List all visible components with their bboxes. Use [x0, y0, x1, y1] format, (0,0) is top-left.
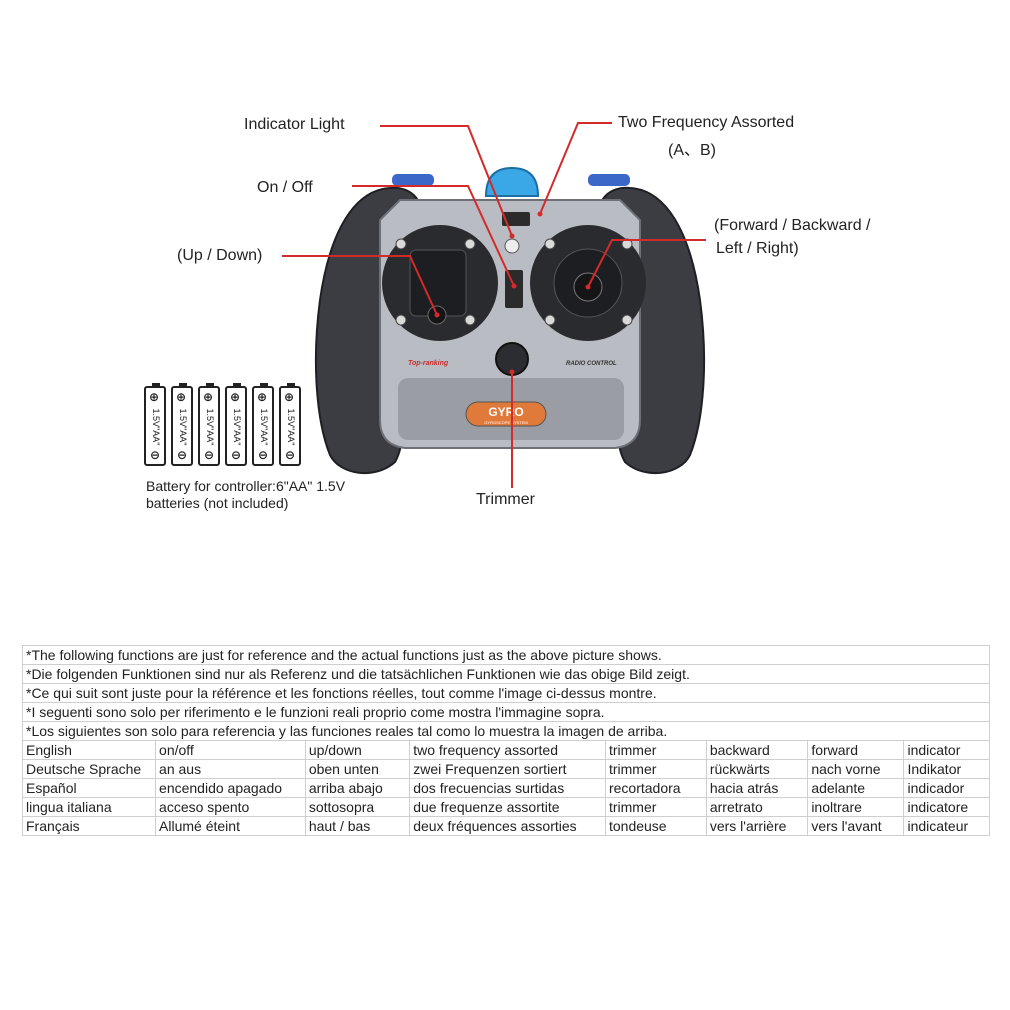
table-cell: indicatore — [903, 797, 990, 817]
language-cell: lingua italiana — [21, 797, 157, 817]
table-cell: forward — [807, 740, 905, 760]
indicator-light-dome — [484, 166, 540, 197]
up-down-label: (Up / Down) — [177, 247, 263, 264]
table-cell: inoltrare — [807, 797, 905, 817]
battery-group: ⊕1.5V"AA"⊖ ⊕1.5V"AA"⊖ ⊕1.5V"AA"⊖ ⊕1.5V"A… — [144, 383, 304, 468]
left-right-label: Left / Right) — [716, 240, 799, 257]
on-off-label: On / Off — [257, 179, 313, 196]
note-text: *Die folgenden Funktionen sind nur als R… — [22, 664, 990, 684]
trimmer-label: Trimmer — [476, 491, 535, 508]
table-cell: haut / bas — [304, 816, 411, 836]
table-cell: arriba abajo — [304, 778, 411, 798]
note-row: *I seguenti sono solo per riferimento e … — [22, 702, 990, 722]
battery-icon: ⊕1.5V"AA"⊖ — [198, 383, 220, 466]
leader-indicator — [380, 125, 513, 237]
leader-on-off — [352, 185, 515, 287]
table-cell: an aus — [155, 759, 306, 779]
gyro-badge-text: GYRO — [488, 405, 523, 419]
two-frequency-sub-label: (A、B) — [668, 142, 717, 159]
table-cell: indicator — [903, 740, 990, 760]
battery-label: 1.5V"AA" — [259, 408, 269, 446]
table-cell: recortadora — [604, 778, 707, 798]
battery-icon: ⊕1.5V"AA"⊖ — [252, 383, 274, 466]
table-cell: rückwärts — [705, 759, 809, 779]
top-ranking-text: Top-ranking — [408, 360, 449, 367]
leader-forward — [587, 239, 706, 288]
note-text: *I seguenti sono solo per riferimento e … — [22, 702, 990, 722]
table-cell: indicateur — [903, 816, 990, 836]
table-cell: indicador — [903, 778, 990, 798]
table-cell: trimmer — [604, 759, 707, 779]
indicator-light-label: Indicator Light — [244, 116, 345, 133]
gyro-badge-subtext: GYROSCOPE SYSTEM — [484, 420, 527, 425]
battery-label: 1.5V"AA" — [205, 408, 215, 446]
screws — [395, 238, 633, 326]
leader-dots — [434, 211, 591, 375]
radio-control-text: RADIO CONTROL — [566, 361, 617, 367]
language-cell: Deutsche Sprache — [21, 759, 157, 779]
gyro-badge — [465, 401, 547, 427]
table-cell: adelante — [807, 778, 905, 798]
battery-icon: ⊕1.5V"AA"⊖ — [144, 383, 166, 466]
note-row: *Los siguientes son solo para referencia… — [22, 721, 990, 741]
table-cell: two frequency assorted — [409, 740, 606, 760]
table-cell: hacia atrás — [705, 778, 809, 798]
indicator-light — [504, 238, 520, 254]
battery-info-line1: Battery for controller:6"AA" 1.5V — [146, 478, 346, 494]
function-reference-table: *The following functions are just for re… — [21, 645, 990, 836]
leader-lines — [282, 122, 706, 488]
forward-backward-label: (Forward / Backward / — [714, 217, 871, 234]
table-cell: deux fréquences assorties — [409, 816, 606, 836]
battery-label: 1.5V"AA" — [178, 408, 188, 446]
table-cell: zwei Frequenzen sortiert — [409, 759, 606, 779]
right-led — [588, 174, 630, 186]
controller-diagram: Top-ranking RADIO CONTROL GYRO GYROSCOPE… — [282, 122, 706, 488]
table-cell: trimmer — [604, 740, 707, 760]
table-cell: dos frecuencias surtidas — [409, 778, 606, 798]
table-cell: acceso spento — [155, 797, 306, 817]
note-text: *The following functions are just for re… — [22, 645, 990, 665]
table-cell: arretrato — [705, 797, 809, 817]
battery-label: 1.5V"AA" — [286, 408, 296, 446]
language-cell: English — [21, 740, 157, 760]
table-cell: trimmer — [604, 797, 707, 817]
battery-icon: ⊕1.5V"AA"⊖ — [171, 383, 193, 466]
note-text: *Los siguientes son solo para referencia… — [22, 721, 990, 741]
table-cell: vers l'avant — [807, 816, 905, 836]
table-cell: backward — [705, 740, 809, 760]
note-row: *Die folgenden Funktionen sind nur als R… — [22, 664, 990, 684]
note-row: *The following functions are just for re… — [22, 645, 990, 665]
frequency-switch — [502, 212, 530, 226]
left-led — [392, 174, 434, 186]
table-cell: Allumé éteint — [155, 816, 306, 836]
on-off-switch — [505, 270, 523, 308]
table-cell: oben unten — [304, 759, 411, 779]
table-cell: Indikator — [903, 759, 990, 779]
table-cell: vers l'arrière — [705, 816, 809, 836]
battery-icon: ⊕1.5V"AA"⊖ — [225, 383, 247, 466]
battery-label: 1.5V"AA" — [151, 408, 161, 446]
note-row: *Ce qui suit sont juste pour la référenc… — [22, 683, 990, 703]
leader-frequency — [539, 122, 612, 215]
battery-info-line2: batteries (not included) — [146, 495, 289, 511]
battery-icon: ⊕1.5V"AA"⊖ — [279, 383, 301, 466]
table-cell: due frequenze assortite — [409, 797, 606, 817]
two-frequency-label: Two Frequency Assorted — [618, 114, 795, 131]
table-cell: on/off — [155, 740, 306, 760]
language-cell: Français — [21, 816, 157, 836]
leader-up-down — [282, 255, 438, 316]
table-cell: nach vorne — [807, 759, 905, 779]
language-cell: Español — [21, 778, 157, 798]
table-cell: encendido apagado — [155, 778, 306, 798]
note-text: *Ce qui suit sont juste pour la référenc… — [22, 683, 990, 703]
table-cell: sottosopra — [304, 797, 411, 817]
table-cell: up/down — [304, 740, 411, 760]
table-cell: tondeuse — [604, 816, 707, 836]
battery-label: 1.5V"AA" — [232, 408, 242, 446]
